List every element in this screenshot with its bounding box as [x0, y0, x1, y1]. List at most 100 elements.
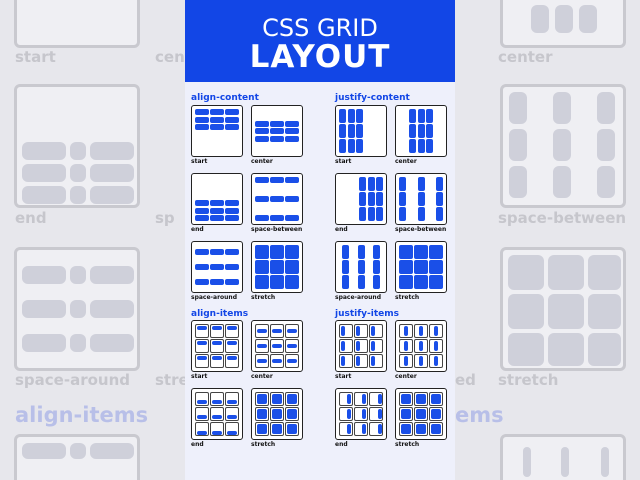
bg-label-center: center	[498, 48, 553, 66]
grid-cell	[429, 260, 443, 274]
grid-cell	[417, 109, 425, 123]
grid-cell	[399, 275, 413, 289]
grid-item	[226, 430, 238, 435]
grid-item	[211, 415, 223, 420]
diagram-caption: stretch	[395, 294, 420, 301]
grid-cell	[436, 207, 443, 221]
grid-item	[226, 400, 238, 405]
grid-cell	[357, 260, 365, 274]
bg-box	[14, 84, 140, 208]
grid-item	[434, 340, 439, 352]
grid-diagram	[191, 241, 243, 293]
grid-item	[355, 355, 360, 367]
grid-cell	[255, 260, 269, 274]
grid-cell	[285, 177, 299, 183]
grid-cell	[417, 207, 425, 221]
grid-cell	[357, 245, 365, 259]
grid-item	[211, 325, 223, 330]
grid-item	[211, 430, 223, 435]
grid-cell	[195, 124, 209, 130]
diagram-caption: start	[191, 373, 208, 380]
grid-cell	[342, 260, 350, 274]
diagram-caption: end	[335, 226, 348, 233]
grid-cell	[285, 275, 299, 289]
grid-cell	[339, 139, 346, 153]
grid-diagram	[251, 105, 303, 157]
grid-cell	[255, 245, 269, 259]
grid-cell	[347, 124, 355, 138]
grid-cell	[339, 109, 346, 123]
grid-item	[226, 325, 238, 330]
header-title-line1: CSS GRID	[262, 14, 378, 42]
grid-item	[256, 408, 268, 420]
bg-box	[14, 247, 140, 371]
grid-item	[415, 393, 427, 405]
grid-cell	[225, 200, 239, 206]
grid-cell	[399, 192, 406, 206]
grid-cell	[417, 124, 425, 138]
bg-title-fragment: ems	[455, 403, 504, 427]
bg-title-align-items: align-items	[15, 403, 149, 427]
grid-item	[400, 423, 412, 435]
grid-item	[196, 400, 208, 405]
grid-cell	[399, 177, 406, 191]
header-banner: CSS GRID LAYOUT	[185, 0, 455, 82]
grid-item	[256, 423, 268, 435]
grid-diagram	[335, 173, 387, 225]
grid-item	[370, 325, 375, 337]
grid-item	[271, 328, 283, 333]
grid-cell	[270, 135, 284, 142]
diagram-caption: start	[335, 373, 352, 380]
bg-label-end: end	[15, 209, 47, 227]
grid-item	[286, 408, 298, 420]
grid-diagram	[395, 241, 447, 293]
bg-box	[500, 247, 626, 371]
grid-cell	[347, 139, 355, 153]
diagram-caption: end	[191, 441, 204, 448]
grid-item	[286, 328, 298, 333]
diagram-caption: space-between	[251, 226, 303, 233]
grid-cell	[225, 124, 239, 130]
grid-item	[419, 325, 423, 337]
grid-cell	[414, 245, 428, 259]
grid-diagram	[251, 320, 303, 372]
diagram-caption: center	[395, 373, 417, 380]
grid-item	[226, 340, 238, 345]
grid-cell	[210, 109, 224, 115]
grid-diagram	[251, 241, 303, 293]
section-title-justify-content: justify-content	[335, 93, 410, 103]
diagram-caption: start	[335, 158, 352, 165]
grid-item	[286, 423, 298, 435]
grid-item	[355, 325, 360, 337]
grid-item	[226, 355, 238, 360]
grid-item	[196, 430, 208, 435]
grid-item	[271, 423, 283, 435]
grid-item	[434, 325, 439, 337]
grid-diagram	[191, 105, 243, 157]
grid-diagram	[335, 105, 387, 157]
diagram-caption: center	[395, 158, 417, 165]
grid-item	[377, 393, 382, 405]
section-title-align-items: align-items	[191, 309, 249, 319]
grid-item	[347, 423, 352, 435]
bg-label-start: start	[15, 48, 56, 66]
grid-item	[256, 328, 268, 333]
grid-cell	[270, 177, 284, 183]
grid-cell	[372, 275, 380, 289]
grid-cell	[270, 128, 284, 134]
grid-cell	[342, 245, 350, 259]
grid-cell	[367, 207, 375, 221]
bg-box	[14, 434, 140, 480]
grid-cell	[367, 177, 375, 191]
bg-label-stretch: stretch	[498, 371, 559, 389]
grid-item	[430, 408, 442, 420]
grid-item	[271, 344, 283, 348]
diagram-caption: end	[191, 226, 204, 233]
grid-cell	[195, 116, 209, 123]
grid-item	[211, 400, 223, 405]
grid-cell	[367, 192, 375, 206]
bg-label-space-around: space-around	[15, 371, 130, 389]
grid-item	[362, 408, 367, 420]
grid-item	[415, 423, 427, 435]
grid-item	[347, 393, 352, 405]
